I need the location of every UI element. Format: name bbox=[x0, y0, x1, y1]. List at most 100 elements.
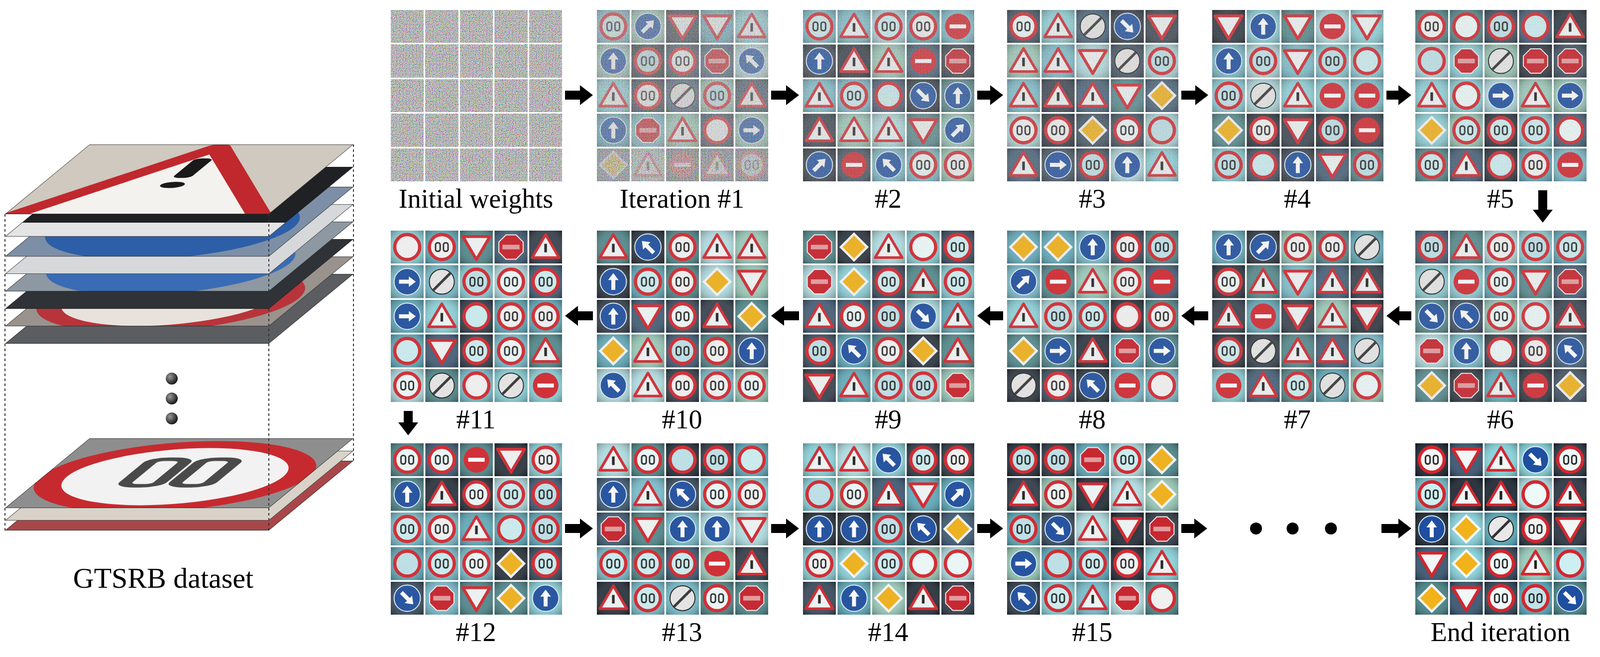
tile-noise bbox=[1519, 44, 1553, 78]
tile-shade bbox=[1553, 368, 1587, 402]
tile-ground bbox=[1212, 334, 1246, 368]
tile-noise bbox=[459, 581, 493, 615]
tile-ground bbox=[837, 44, 871, 78]
tile-ground bbox=[1553, 44, 1587, 78]
art-shape bbox=[4, 214, 6, 531]
tile-shade bbox=[1281, 79, 1315, 113]
tile-noise bbox=[390, 547, 424, 580]
tile-shade bbox=[596, 368, 630, 402]
tile-ground bbox=[1247, 334, 1280, 368]
filter-tile bbox=[1111, 368, 1144, 402]
filter-tile bbox=[941, 9, 975, 43]
tile-shade bbox=[1041, 368, 1075, 402]
filter-tile bbox=[1553, 148, 1587, 182]
tile-ground bbox=[872, 79, 906, 113]
filter-tile bbox=[494, 443, 528, 476]
tile-shade bbox=[631, 334, 665, 368]
filter-tile bbox=[631, 443, 665, 476]
filter-tile bbox=[1350, 79, 1384, 113]
tile-shade bbox=[1145, 114, 1179, 147]
tile-ground bbox=[1484, 79, 1518, 113]
tile-ground bbox=[872, 299, 906, 333]
tile-shade bbox=[494, 512, 528, 546]
tile-noise bbox=[529, 44, 563, 78]
filter-tile bbox=[631, 114, 665, 147]
tile-shade bbox=[1145, 79, 1179, 113]
tile-ground bbox=[1111, 114, 1144, 147]
filter-tile bbox=[735, 148, 769, 182]
tile-ground bbox=[390, 230, 424, 264]
tile-ground bbox=[1212, 44, 1246, 78]
tile-noise bbox=[1281, 9, 1315, 43]
tile-ground bbox=[494, 334, 528, 368]
tile-ground bbox=[459, 148, 493, 182]
tile-ground bbox=[1553, 9, 1587, 43]
filter-tile bbox=[1111, 265, 1144, 299]
tile-noise bbox=[1484, 230, 1518, 264]
tile-noise bbox=[1212, 9, 1246, 43]
grid-ground bbox=[596, 229, 768, 402]
tile-shade bbox=[631, 230, 665, 264]
tile-ground bbox=[700, 44, 734, 78]
tile-shade bbox=[1484, 230, 1518, 264]
tile-noise bbox=[459, 265, 493, 299]
tile-shade bbox=[1281, 114, 1315, 147]
filter-tile bbox=[425, 547, 459, 580]
tile-noise bbox=[631, 265, 665, 299]
tile-noise bbox=[494, 265, 528, 299]
filter-tile bbox=[494, 9, 528, 43]
tile-noise bbox=[700, 148, 734, 182]
filter-tile bbox=[1415, 79, 1449, 113]
tile-ground bbox=[1350, 368, 1384, 402]
filter-tile bbox=[631, 368, 665, 402]
tile-ground bbox=[837, 9, 871, 43]
tile-noise bbox=[735, 368, 769, 402]
tile-ground bbox=[700, 368, 734, 402]
filter-tile bbox=[941, 44, 975, 78]
tile-shade bbox=[1450, 44, 1484, 78]
tile-shade bbox=[1281, 299, 1315, 333]
filter-tile bbox=[390, 334, 424, 368]
filter-tile bbox=[390, 44, 424, 78]
tile-shade bbox=[700, 334, 734, 368]
tile-noise bbox=[1450, 9, 1484, 43]
tile-noise bbox=[802, 148, 836, 182]
tile-ground bbox=[494, 44, 528, 78]
tile-shade bbox=[1350, 299, 1384, 333]
tile-shade bbox=[425, 547, 459, 580]
tile-ground bbox=[1519, 79, 1553, 113]
filter-tile bbox=[596, 148, 630, 182]
tile-ground bbox=[1281, 230, 1315, 264]
filter-tile bbox=[1041, 148, 1075, 182]
tile-noise bbox=[907, 368, 940, 402]
tile-shade bbox=[1041, 265, 1075, 299]
tile-shade bbox=[1007, 9, 1040, 43]
tile-noise bbox=[1553, 79, 1587, 113]
tile-noise bbox=[1415, 230, 1449, 264]
filter-tile bbox=[390, 443, 424, 476]
tile-noise bbox=[837, 230, 871, 264]
filter-tile bbox=[459, 230, 493, 264]
tile-shade bbox=[390, 477, 424, 511]
tile-ground bbox=[941, 44, 975, 78]
tile-ground bbox=[1076, 148, 1110, 182]
tile-ground bbox=[1281, 299, 1315, 333]
filter-tile bbox=[459, 547, 493, 580]
tile-ground bbox=[1247, 79, 1280, 113]
tile-ground bbox=[1281, 9, 1315, 43]
tile-ground bbox=[700, 230, 734, 264]
tile-ground bbox=[494, 148, 528, 182]
tile-ground bbox=[941, 265, 975, 299]
tile-noise bbox=[1145, 368, 1179, 402]
filter-tile bbox=[1076, 44, 1110, 78]
tile-noise bbox=[1111, 148, 1144, 182]
tile-ground bbox=[1281, 114, 1315, 147]
tile-noise bbox=[872, 114, 906, 147]
tile-noise bbox=[1041, 79, 1075, 113]
tile-ground bbox=[1247, 265, 1280, 299]
tile-noise bbox=[459, 230, 493, 264]
tile-ground bbox=[631, 265, 665, 299]
weight-panels bbox=[390, 9, 1587, 615]
filter-tile bbox=[1350, 9, 1384, 43]
tile-shade bbox=[1553, 44, 1587, 78]
